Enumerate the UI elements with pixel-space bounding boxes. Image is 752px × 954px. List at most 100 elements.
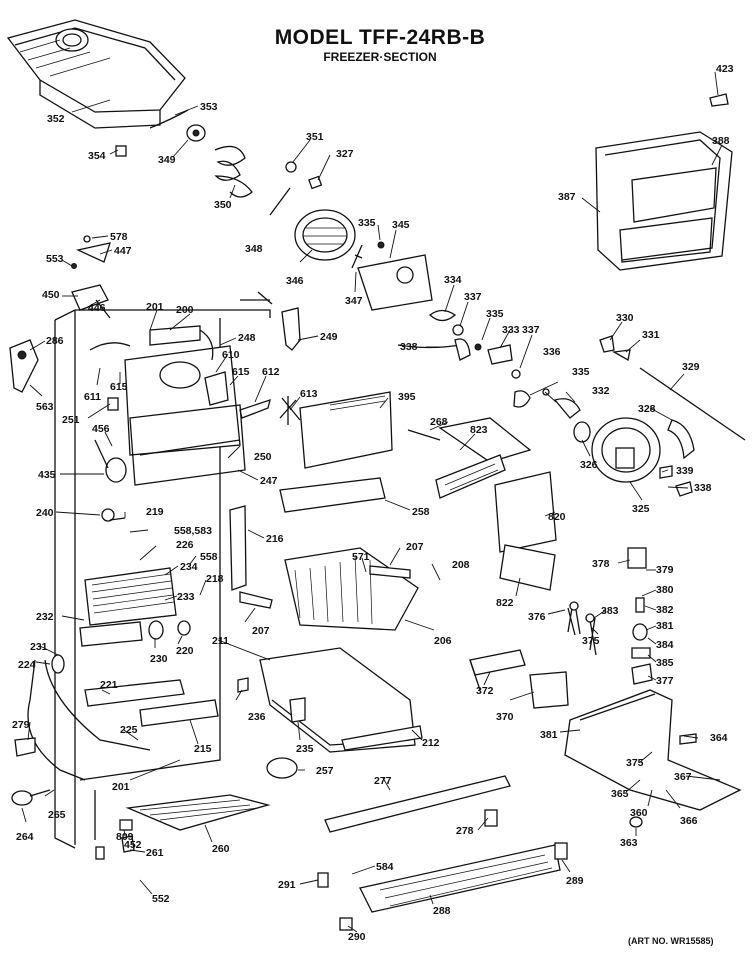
part-label-240: 240 xyxy=(36,507,54,519)
part-label-338-a: 338 xyxy=(400,341,418,353)
part-label-289: 289 xyxy=(566,875,584,887)
part-label-366: 366 xyxy=(680,815,698,827)
part-label-248: 248 xyxy=(238,332,256,344)
part-label-336: 336 xyxy=(543,346,561,358)
part-label-236: 236 xyxy=(248,711,266,723)
part-label-387: 387 xyxy=(558,191,576,203)
part-label-201-a: 201 xyxy=(146,301,164,313)
part-label-360: 360 xyxy=(630,807,648,819)
part-label-578: 578 xyxy=(110,231,128,243)
upper-brackets xyxy=(71,235,111,319)
part-label-563: 563 xyxy=(36,401,54,413)
part-label-333: 333 xyxy=(502,324,520,336)
part-label-378: 378 xyxy=(592,558,610,570)
part-label-385: 385 xyxy=(656,657,674,669)
part-label-447: 447 xyxy=(114,245,132,257)
diagram-subtitle: FREEZER·SECTION xyxy=(323,50,437,64)
part-label-286: 286 xyxy=(46,335,64,347)
part-label-350: 350 xyxy=(214,199,232,211)
part-label-370: 370 xyxy=(496,711,514,723)
part-label-220: 220 xyxy=(176,645,194,657)
part-label-584: 584 xyxy=(376,861,394,873)
part-label-330: 330 xyxy=(616,312,634,324)
part-label-383: 383 xyxy=(601,605,619,617)
part-label-558-583: 558,583 xyxy=(174,525,212,537)
grilles-and-rails xyxy=(95,775,568,931)
part-label-388: 388 xyxy=(712,135,730,147)
part-label-613: 613 xyxy=(300,388,318,400)
part-label-261: 261 xyxy=(146,847,164,859)
part-label-552: 552 xyxy=(152,893,170,905)
part-label-823: 823 xyxy=(470,424,488,436)
part-label-224: 224 xyxy=(18,659,36,671)
part-label-364: 364 xyxy=(710,732,728,744)
part-label-234: 234 xyxy=(180,561,198,573)
part-label-251: 251 xyxy=(62,414,80,426)
part-label-379: 379 xyxy=(656,564,674,576)
part-label-207-a: 207 xyxy=(406,541,424,553)
part-label-235: 235 xyxy=(296,743,314,755)
part-label-558: 558 xyxy=(200,551,218,563)
part-label-215: 215 xyxy=(194,743,212,755)
part-label-211: 211 xyxy=(212,635,229,647)
ice-maker xyxy=(407,417,557,591)
part-label-221: 221 xyxy=(100,679,118,691)
part-label-212: 212 xyxy=(422,737,440,749)
part-label-326: 326 xyxy=(580,459,598,471)
part-label-265: 265 xyxy=(48,809,66,821)
part-label-208: 208 xyxy=(452,559,470,571)
part-label-352: 352 xyxy=(47,113,65,125)
part-label-351: 351 xyxy=(306,131,324,143)
part-label-353: 353 xyxy=(200,101,218,113)
part-label-288: 288 xyxy=(433,905,451,917)
part-label-381-a: 381 xyxy=(656,620,674,632)
evaporator-cover xyxy=(279,307,393,469)
auger-parts xyxy=(397,309,746,441)
part-label-225: 225 xyxy=(120,724,138,736)
part-label-365: 365 xyxy=(611,788,629,800)
part-label-446: 446 xyxy=(88,302,106,314)
part-label-375-b: 375 xyxy=(626,757,644,769)
part-label-376: 376 xyxy=(528,611,546,623)
part-label-363: 363 xyxy=(620,837,638,849)
part-label-380: 380 xyxy=(656,584,674,596)
part-label-346: 346 xyxy=(286,275,304,287)
art-number: (ART NO. WR15585) xyxy=(628,936,714,946)
part-label-327: 327 xyxy=(336,148,354,160)
part-label-257: 257 xyxy=(316,765,334,777)
part-label-264: 264 xyxy=(16,831,34,843)
part-label-325: 325 xyxy=(632,503,650,515)
part-label-338-b: 338 xyxy=(694,482,712,494)
part-label-435: 435 xyxy=(38,469,56,481)
part-label-232: 232 xyxy=(36,611,54,623)
leader-lines xyxy=(21,71,723,933)
part-label-615-a: 615 xyxy=(110,381,128,393)
part-label-456: 456 xyxy=(92,423,110,435)
part-label-335-c: 335 xyxy=(572,366,590,378)
icemaker-door-drawing xyxy=(595,93,733,271)
part-label-571: 571 xyxy=(352,551,370,563)
part-label-278: 278 xyxy=(456,825,474,837)
part-label-332: 332 xyxy=(592,385,610,397)
part-label-230: 230 xyxy=(150,653,168,665)
diagram-title: MODEL TFF-24RB-B xyxy=(274,26,486,49)
part-label-820: 820 xyxy=(548,511,566,523)
part-label-423: 423 xyxy=(716,63,734,75)
part-label-610: 610 xyxy=(222,349,240,361)
part-label-231: 231 xyxy=(30,641,48,653)
part-label-250: 250 xyxy=(254,451,272,463)
part-label-219: 219 xyxy=(146,506,164,518)
part-number-labels: 352 353 354 349 351 327 350 348 335 345 … xyxy=(12,63,734,943)
part-label-337-a: 337 xyxy=(464,291,482,303)
air-duct-assembly xyxy=(124,325,271,486)
part-label-249: 249 xyxy=(320,331,338,343)
part-label-216: 216 xyxy=(266,533,284,545)
part-label-450: 450 xyxy=(42,289,60,301)
part-label-207-b: 207 xyxy=(252,625,270,637)
part-label-345: 345 xyxy=(392,219,410,231)
part-label-290: 290 xyxy=(348,931,366,943)
part-label-268: 268 xyxy=(430,416,448,428)
part-label-348: 348 xyxy=(245,243,263,255)
